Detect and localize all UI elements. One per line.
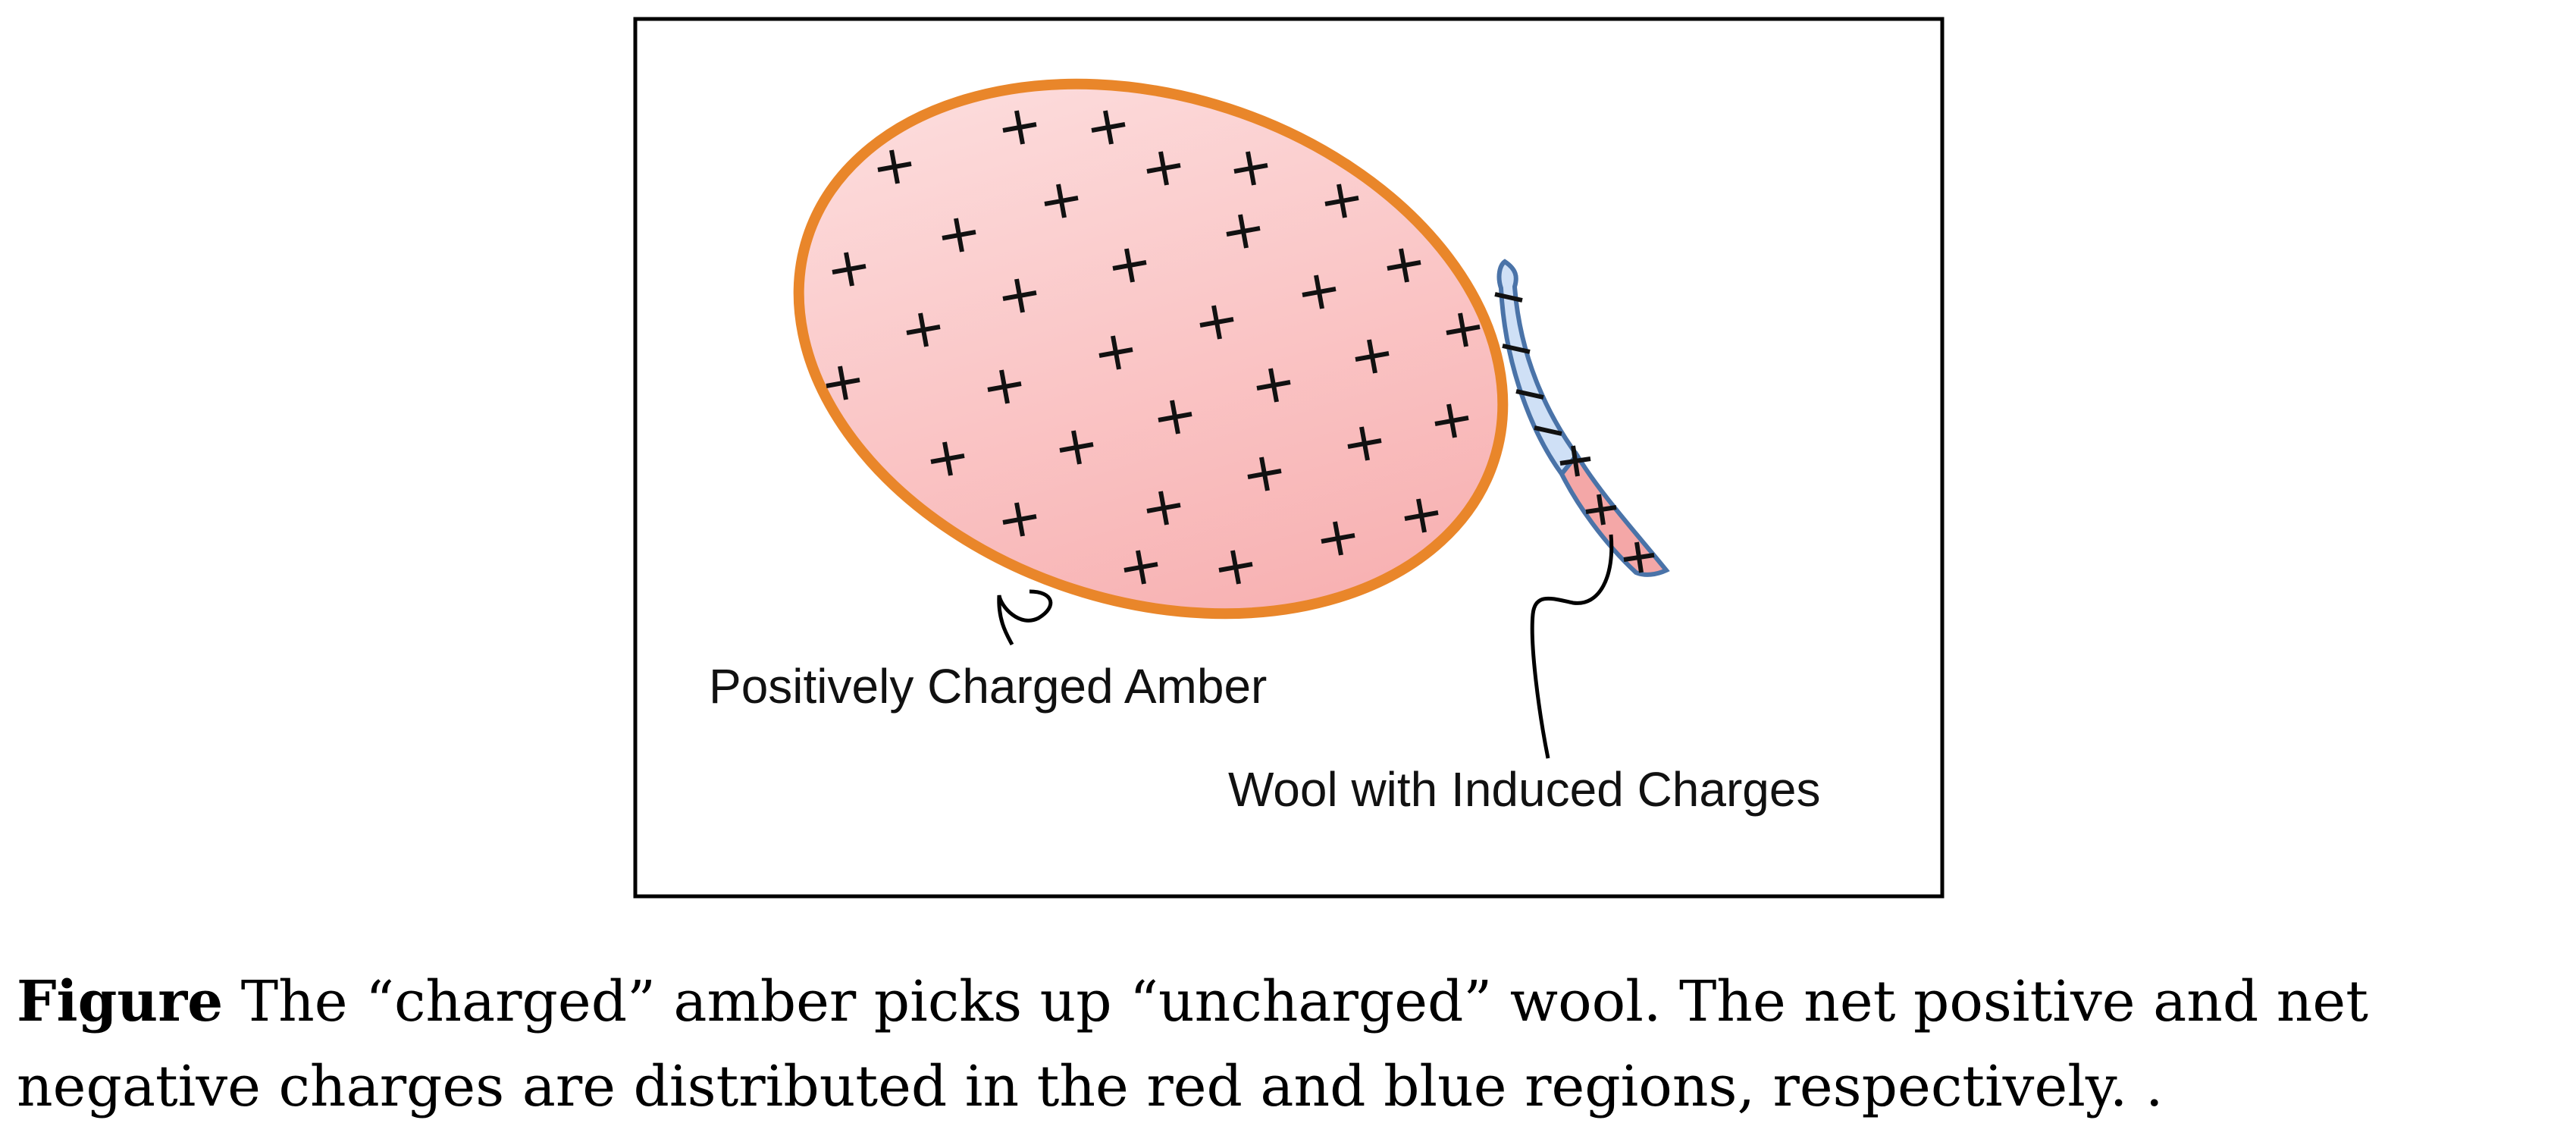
plus-charge-icon bbox=[1002, 110, 1037, 145]
plus-charge-icon bbox=[1446, 312, 1481, 347]
caption-text: The “charged” amber picks up “uncharged”… bbox=[17, 969, 2368, 1119]
wool-label: Wool with Induced Charges bbox=[1228, 762, 1820, 817]
plus-charge-icon bbox=[877, 149, 912, 184]
plus-charge-icon bbox=[1098, 335, 1133, 370]
plus-charge-icon bbox=[930, 441, 965, 476]
amber-ellipse bbox=[793, 78, 1509, 620]
plus-charge-icon bbox=[1091, 110, 1126, 145]
amber-positive-charges bbox=[826, 110, 1481, 585]
plus-charge-icon bbox=[1585, 494, 1617, 526]
plus-charge-icon bbox=[942, 218, 976, 253]
wool-strip-red bbox=[1559, 450, 1670, 577]
caption-label: Figure bbox=[17, 969, 224, 1034]
minus-charge-icon bbox=[1502, 344, 1531, 354]
plus-charge-icon bbox=[1256, 368, 1291, 403]
plus-charge-icon bbox=[1233, 151, 1268, 186]
plus-charge-icon bbox=[1158, 400, 1192, 435]
plus-charge-icon bbox=[1387, 248, 1421, 283]
plus-charge-icon bbox=[1112, 248, 1147, 283]
plus-charge-icon bbox=[1044, 184, 1079, 218]
plus-charge-icon bbox=[1226, 214, 1261, 249]
plus-charge-icon bbox=[1347, 426, 1382, 461]
plus-charge-icon bbox=[906, 312, 941, 347]
minus-charge-icon bbox=[1534, 425, 1562, 436]
plus-charge-icon bbox=[987, 369, 1022, 404]
plus-charge-icon bbox=[1247, 456, 1282, 491]
plus-charge-icon bbox=[1002, 502, 1037, 537]
plus-charge-icon bbox=[1218, 550, 1253, 585]
minus-charge-icon bbox=[1494, 292, 1523, 303]
wool-induced-charges bbox=[1494, 292, 1655, 573]
plus-charge-icon bbox=[1146, 491, 1181, 526]
plus-charge-icon bbox=[1434, 403, 1469, 438]
plus-charge-icon bbox=[1123, 550, 1158, 585]
plus-charge-icon bbox=[1059, 430, 1094, 465]
plus-charge-icon bbox=[1321, 521, 1355, 556]
plus-charge-icon bbox=[1199, 305, 1234, 340]
plus-charge-icon bbox=[1404, 498, 1439, 533]
plus-charge-icon bbox=[832, 252, 867, 287]
amber-label: Positively Charged Amber bbox=[709, 659, 1267, 714]
plus-charge-icon bbox=[1559, 445, 1591, 477]
plus-charge-icon bbox=[1302, 275, 1337, 309]
plus-charge-icon bbox=[1146, 151, 1181, 186]
plus-charge-icon bbox=[1002, 278, 1037, 313]
figure-caption: Figure The “charged” amber picks up “unc… bbox=[17, 959, 2564, 1129]
amber-leader-line bbox=[997, 589, 1053, 646]
plus-charge-icon bbox=[826, 366, 860, 400]
plus-charge-icon bbox=[1324, 184, 1359, 218]
wool-leader-line bbox=[1530, 534, 1614, 759]
plus-charge-icon bbox=[1355, 339, 1390, 374]
plus-charge-icon bbox=[1623, 541, 1655, 573]
minus-charge-icon bbox=[1515, 389, 1544, 400]
diagram: Positively Charged Amber Wool with Induc… bbox=[633, 17, 1945, 899]
